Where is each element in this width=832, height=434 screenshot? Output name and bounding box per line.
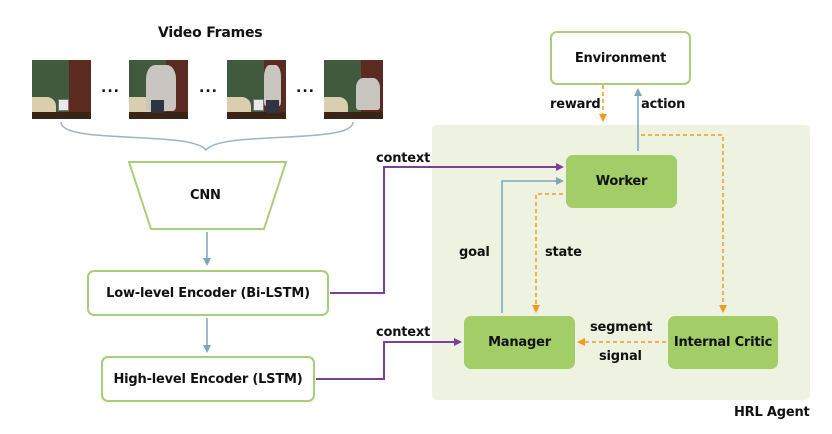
reward-label: reward [550, 97, 601, 112]
frames-brace [60, 121, 354, 152]
signal-label: signal [599, 349, 642, 364]
context-label-bottom: context [376, 325, 431, 340]
video-frame-3 [227, 60, 286, 119]
arrow-state [532, 193, 563, 313]
internal-critic-box: Internal Critic [668, 316, 778, 369]
state-label: state [545, 245, 582, 260]
action-label: action [641, 97, 686, 112]
environment-box: Environment [550, 31, 691, 85]
ellipsis-3: ... [296, 80, 315, 96]
low-level-encoder-box: Low-level Encoder (Bi-LSTM) [87, 270, 329, 316]
arrow-goal-manager-to-worker [501, 177, 564, 313]
environment-label: Environment [574, 50, 667, 66]
goal-label: goal [459, 245, 490, 260]
hrl-agent-label: HRL Agent [734, 405, 810, 420]
video-frame-1 [32, 60, 91, 119]
manager-box: Manager [464, 316, 575, 369]
ellipsis-2: ... [199, 80, 218, 96]
arrow-high-context-to-manager [316, 338, 462, 380]
worker-label: Worker [595, 174, 648, 189]
context-label-top: context [376, 151, 431, 166]
cnn-trapezoid [127, 161, 288, 230]
low-level-encoder-label: Low-level Encoder (Bi-LSTM) [106, 285, 310, 301]
cnn-label: CNN [190, 188, 221, 203]
video-frame-4 [324, 60, 383, 119]
high-level-encoder-label: High-level Encoder (LSTM) [113, 371, 303, 387]
internal-critic-label: Internal Critic [673, 335, 773, 350]
video-frames-title: Video Frames [158, 25, 263, 41]
arrow-low-context-to-worker [330, 163, 564, 294]
ellipsis-1: ... [101, 80, 120, 96]
worker-box: Worker [566, 155, 677, 208]
video-frame-2 [129, 60, 188, 119]
arrow-to-critic [641, 134, 727, 313]
manager-label: Manager [488, 335, 551, 350]
segment-label: segment [590, 320, 653, 335]
high-level-encoder-box: High-level Encoder (LSTM) [101, 356, 315, 402]
